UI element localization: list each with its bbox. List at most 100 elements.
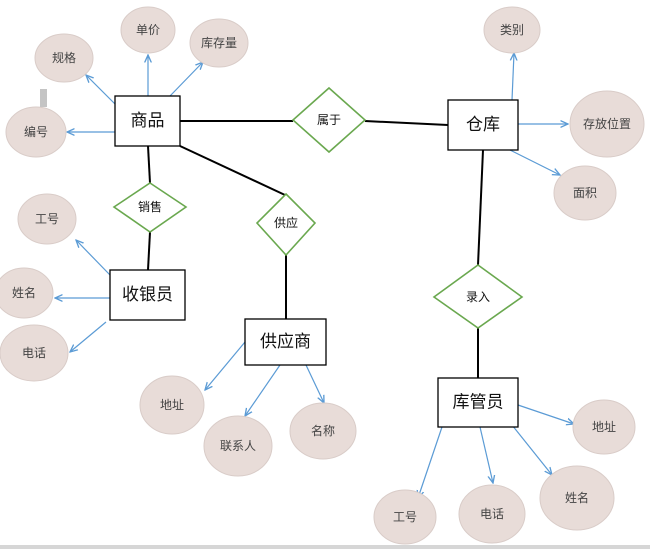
relationship-belongs: 属于 bbox=[291, 86, 367, 154]
arrow-supplier-address bbox=[205, 341, 246, 390]
attribute-label: 姓名 bbox=[12, 285, 36, 300]
attribute-cashier-name: 姓名 bbox=[0, 267, 54, 319]
attribute-label: 姓名 bbox=[565, 490, 589, 505]
attribute-ellipse bbox=[289, 402, 357, 460]
attribute-supplier-name: 名称 bbox=[289, 402, 357, 460]
attribute-label: 电话 bbox=[480, 507, 504, 521]
attribute-keeper-phone: 电话 bbox=[458, 484, 526, 544]
relationship-label: 录入 bbox=[466, 290, 490, 304]
attribute-goods-id: 编号 bbox=[5, 106, 67, 158]
attribute-ellipse bbox=[483, 6, 541, 54]
attribute-label: 类别 bbox=[500, 23, 524, 37]
attribute-keeper-no: 工号 bbox=[373, 489, 437, 545]
attribute-label: 单价 bbox=[136, 23, 160, 37]
entity-label: 库管员 bbox=[453, 393, 504, 413]
entity-box bbox=[114, 95, 181, 147]
line-sales-cashier bbox=[147, 231, 151, 271]
attribute-ellipse bbox=[139, 375, 205, 435]
relationship-label: 销售 bbox=[138, 199, 162, 214]
attribute-ellipse bbox=[17, 193, 77, 245]
attribute-ellipse bbox=[373, 489, 437, 545]
attribute-ellipse bbox=[458, 484, 526, 544]
attribute-ellipse bbox=[553, 165, 617, 221]
arrow-goods-spec bbox=[86, 75, 117, 106]
arrow-wh-area bbox=[509, 149, 560, 175]
entity-keeper: 库管员 bbox=[437, 377, 519, 428]
side-marker bbox=[40, 89, 47, 107]
relationship-diamond bbox=[255, 192, 317, 257]
attribute-label: 编号 bbox=[24, 124, 48, 139]
arrow-supplier-contact bbox=[245, 364, 281, 416]
attribute-ellipse bbox=[120, 6, 176, 54]
bottom-scrollbar[interactable] bbox=[0, 545, 650, 549]
arrow-keeper-name bbox=[511, 424, 552, 475]
entity-goods: 商品 bbox=[114, 95, 181, 147]
relationship-lines bbox=[147, 120, 484, 378]
attribute-ellipse bbox=[539, 465, 615, 531]
attribute-ellipse bbox=[0, 324, 69, 382]
attribute-label: 联系人 bbox=[220, 439, 256, 453]
attribute-goods-spec: 规格 bbox=[34, 33, 94, 83]
entity-label: 收银员 bbox=[122, 285, 173, 305]
attribute-label: 规格 bbox=[52, 50, 76, 65]
arrow-keeper-address bbox=[517, 404, 574, 424]
attribute-supplier-contact: 联系人 bbox=[203, 415, 273, 477]
arrow-keeper-no bbox=[418, 426, 443, 498]
entity-box bbox=[437, 377, 519, 428]
attribute-label: 电话 bbox=[22, 346, 46, 360]
entity-supplier: 供应商 bbox=[244, 318, 327, 366]
attribute-ellipse bbox=[572, 399, 636, 455]
attribute-ellipse bbox=[5, 106, 67, 158]
attribute-label: 工号 bbox=[35, 212, 59, 226]
relationship-diamond bbox=[112, 182, 188, 233]
attribute-keeper-address: 地址 bbox=[572, 399, 636, 455]
relationship-entry: 录入 bbox=[432, 264, 524, 329]
attribute-goods-price: 单价 bbox=[120, 6, 176, 54]
arrow-supplier-name bbox=[305, 364, 324, 403]
attribute-wh-area: 面积 bbox=[553, 165, 617, 221]
line-goods-supply bbox=[179, 145, 286, 196]
arrow-cashier-no bbox=[76, 240, 111, 276]
arrow-goods-stock bbox=[169, 62, 203, 97]
attribute-wh-location: 存放位置 bbox=[569, 90, 645, 158]
attribute-wh-category: 类别 bbox=[483, 6, 541, 54]
arrow-cashier-phone bbox=[70, 321, 107, 352]
attribute-cashier-phone: 电话 bbox=[0, 324, 69, 382]
attribute-goods-stock: 库存量 bbox=[189, 18, 249, 68]
line-warehouse-entry bbox=[477, 149, 484, 266]
arrow-keeper-phone bbox=[479, 426, 493, 483]
attribute-ellipse bbox=[569, 90, 645, 158]
relationship-diamond bbox=[291, 86, 367, 154]
attribute-label: 存放位置 bbox=[583, 116, 631, 131]
attribute-ellipse bbox=[0, 267, 54, 319]
relationship-diamond bbox=[432, 264, 524, 329]
arrow-wh-category bbox=[512, 53, 514, 101]
line-belongs-warehouse bbox=[364, 120, 449, 126]
attribute-label: 地址 bbox=[160, 398, 184, 412]
entity-cashier: 收银员 bbox=[109, 269, 186, 321]
entity-warehouse: 仓库 bbox=[447, 99, 519, 151]
entity-box bbox=[447, 99, 519, 151]
line-goods-sales bbox=[147, 145, 151, 184]
attribute-label: 面积 bbox=[573, 186, 597, 200]
attribute-keeper-name: 姓名 bbox=[539, 465, 615, 531]
entity-label: 商品 bbox=[131, 111, 165, 131]
attribute-label: 地址 bbox=[592, 420, 616, 434]
relationship-label: 供应 bbox=[274, 215, 298, 230]
relationship-supply: 供应 bbox=[255, 192, 317, 257]
attribute-supplier-address: 地址 bbox=[139, 375, 205, 435]
entity-label: 仓库 bbox=[466, 115, 500, 135]
entity-label: 供应商 bbox=[260, 332, 311, 352]
entity-box bbox=[244, 318, 327, 366]
attribute-label: 名称 bbox=[311, 423, 335, 438]
relationship-sales: 销售 bbox=[112, 182, 188, 233]
attribute-lines bbox=[55, 53, 574, 498]
relationship-label: 属于 bbox=[317, 113, 341, 127]
attribute-cashier-no: 工号 bbox=[17, 193, 77, 245]
attribute-ellipse bbox=[189, 18, 249, 68]
attribute-ellipse bbox=[34, 33, 94, 83]
attribute-label: 库存量 bbox=[201, 35, 237, 50]
attribute-label: 工号 bbox=[393, 510, 417, 524]
attribute-ellipse bbox=[203, 415, 273, 477]
